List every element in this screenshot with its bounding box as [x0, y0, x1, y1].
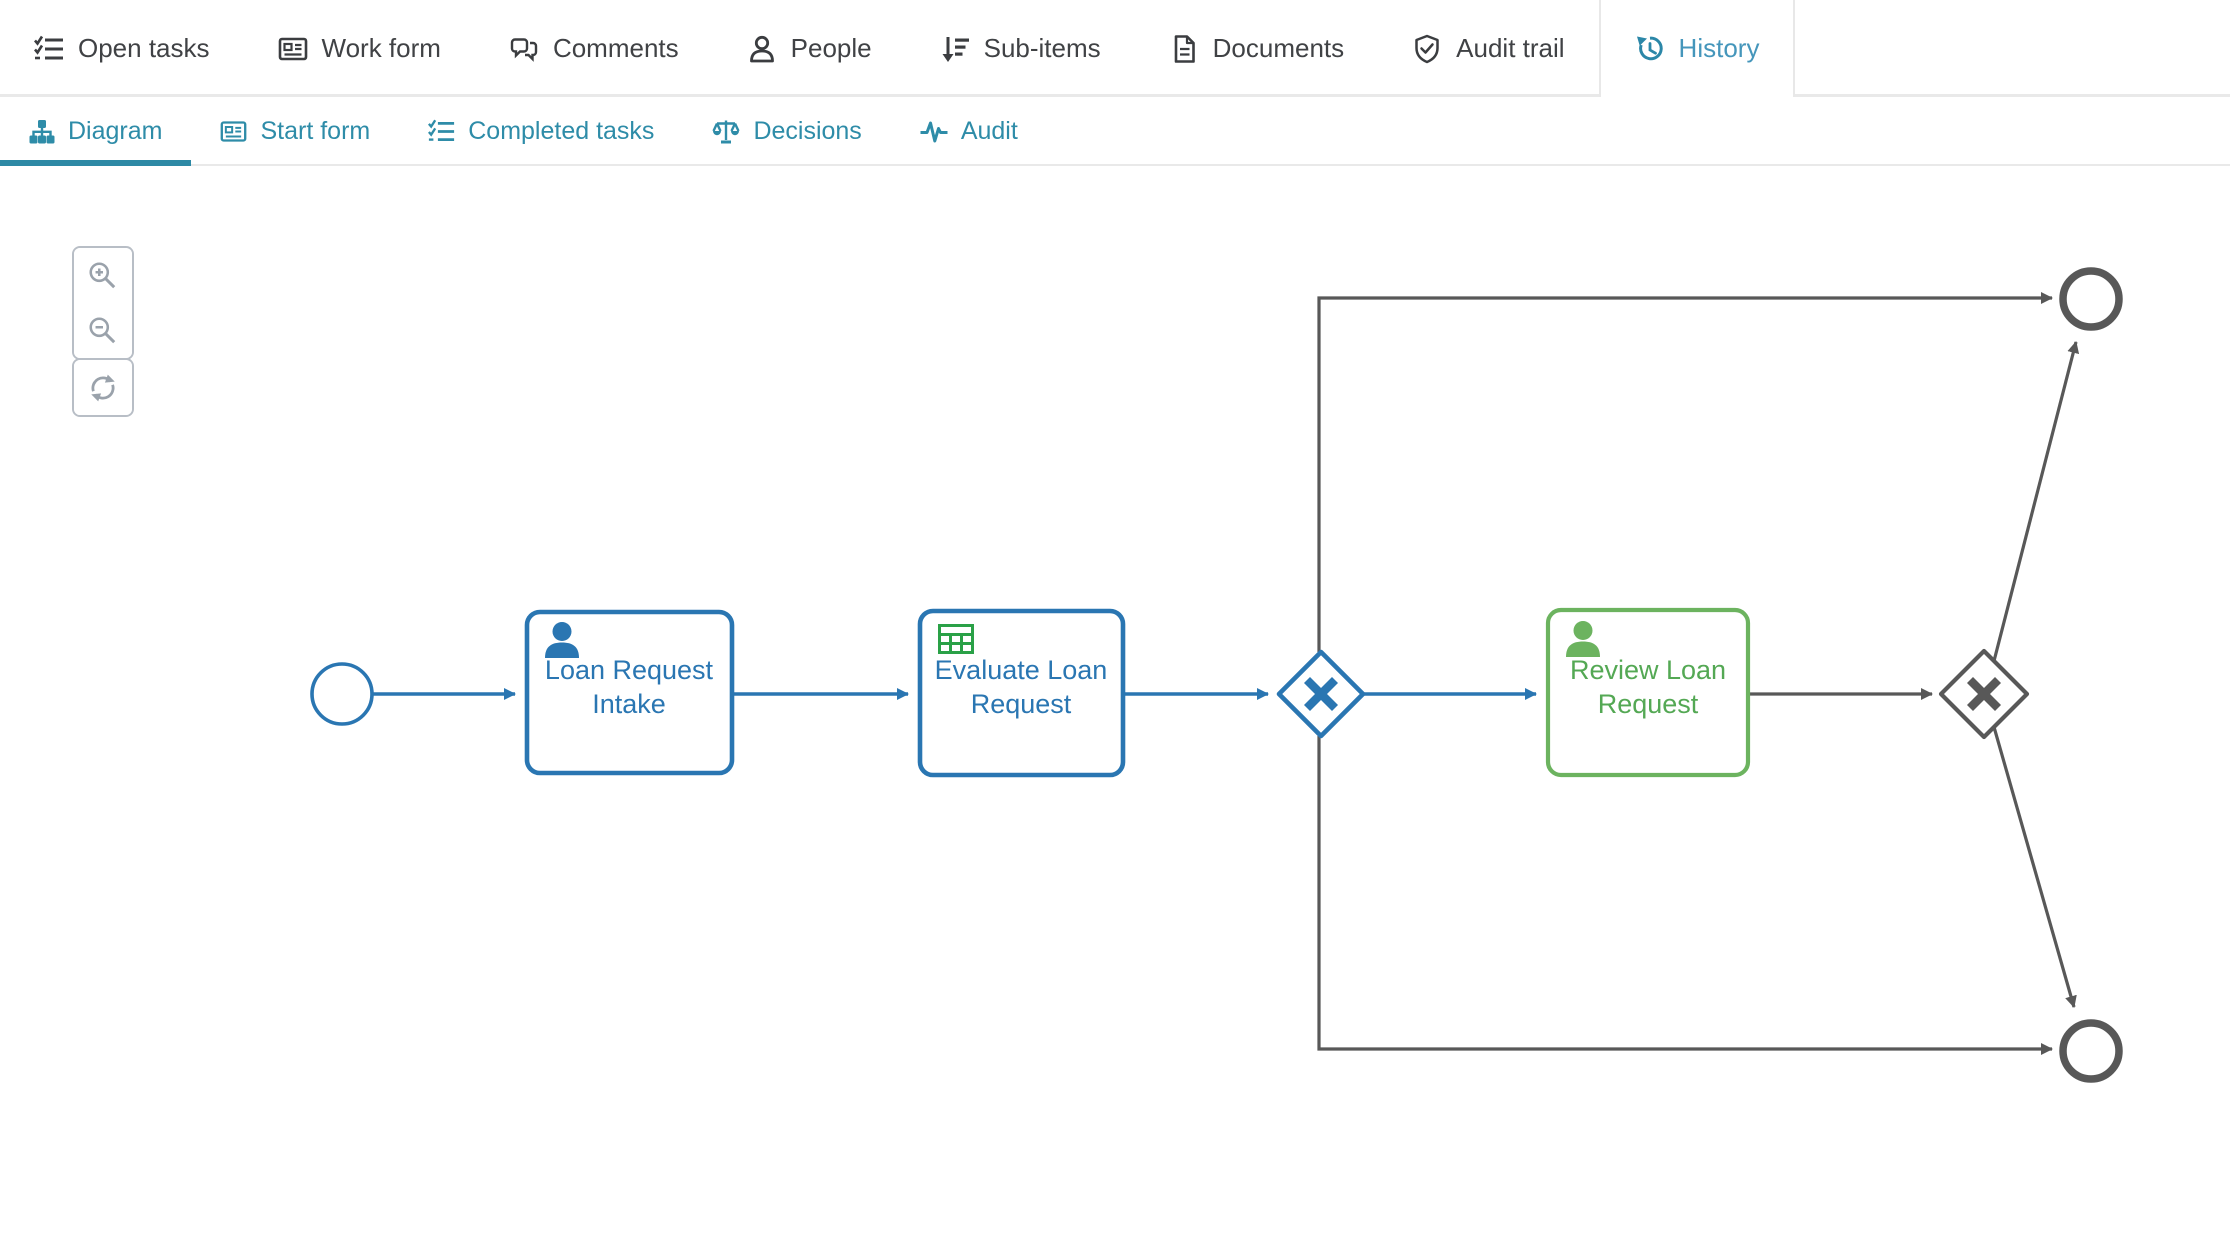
sub-items-icon: [940, 34, 970, 64]
flow-gateway1-to-end-top: [1317, 292, 2053, 652]
zoom-button-group: [72, 246, 134, 360]
tab-work-form[interactable]: Work form: [244, 0, 475, 97]
tab-bar-divider: [0, 94, 2230, 97]
tab-people[interactable]: People: [713, 0, 906, 97]
tab-history[interactable]: History: [1598, 0, 1796, 97]
tab-diagram[interactable]: Diagram: [0, 97, 192, 166]
task-label-line1: Loan Request: [545, 655, 714, 685]
tab-start-form[interactable]: Start form: [191, 97, 399, 166]
exclusive-gateway-1[interactable]: [1276, 649, 1366, 739]
tab-label: Start form: [260, 117, 371, 145]
user-icon: [545, 622, 579, 658]
tab-label: Audit trail: [1456, 33, 1565, 63]
tab-documents[interactable]: Documents: [1135, 0, 1379, 97]
bpmn-diagram[interactable]: Loan Request Intake Evaluate Loan Reques…: [0, 166, 2230, 1235]
pulse-icon: [920, 118, 948, 146]
tab-label: History: [1678, 33, 1760, 63]
document-icon: [1169, 34, 1199, 64]
tab-comments[interactable]: Comments: [475, 0, 713, 97]
scale-icon: [712, 118, 741, 146]
tab-label: Documents: [1212, 33, 1345, 63]
tab-label: Open tasks: [78, 33, 210, 63]
tab-sub-items[interactable]: Sub-items: [906, 0, 1135, 97]
form-icon: [278, 34, 308, 64]
tab-label: People: [790, 33, 872, 63]
form-icon: [220, 118, 247, 145]
secondary-tab-bar: Diagram Start form Completed tasks: [0, 97, 2230, 166]
task-label-line2: Request: [1598, 689, 1699, 719]
tab-label: Diagram: [68, 117, 163, 145]
task-loan-request-intake[interactable]: Loan Request Intake: [524, 609, 735, 776]
tab-label: Work form: [321, 33, 441, 63]
diagram-canvas[interactable]: Loan Request Intake Evaluate Loan Reques…: [0, 166, 2230, 1235]
history-icon: [1635, 34, 1665, 64]
end-event-top[interactable]: [2059, 267, 2123, 331]
tab-label: Completed tasks: [468, 117, 655, 145]
reset-button-group: [72, 358, 134, 417]
table-icon: [938, 624, 974, 654]
end-event-bottom[interactable]: [2059, 1019, 2123, 1083]
start-event[interactable]: [310, 662, 374, 726]
zoom-out-button[interactable]: [74, 303, 132, 358]
task-label-line2: Intake: [592, 689, 666, 719]
person-icon: [747, 34, 777, 64]
canvas-controls: [72, 246, 134, 417]
task-evaluate-loan-request[interactable]: Evaluate Loan Request: [917, 608, 1126, 778]
task-label-line1: Evaluate Loan: [935, 655, 1108, 685]
tab-label: Audit: [960, 117, 1018, 145]
flow-gateway2-to-end-bottom: [1992, 726, 2077, 1008]
zoom-in-button[interactable]: [74, 248, 132, 303]
task-label-line2: Request: [971, 689, 1072, 719]
shield-check-icon: [1412, 34, 1442, 64]
tab-label: Decisions: [753, 117, 862, 145]
gateway-x-marker: [1966, 676, 2002, 712]
flow-gateway2-to-end-top: [1992, 341, 2080, 662]
comments-icon: [509, 34, 539, 64]
reset-view-button[interactable]: [74, 360, 132, 415]
tab-open-tasks[interactable]: Open tasks: [0, 0, 244, 97]
tab-label: Comments: [552, 33, 679, 63]
user-icon: [1566, 621, 1600, 657]
primary-tab-bar: Open tasks Work form Comments Pe: [0, 0, 2230, 97]
tab-completed-tasks[interactable]: Completed tasks: [399, 97, 683, 166]
tab-bar-divider: [0, 164, 2230, 166]
tab-audit[interactable]: Audit: [891, 97, 1047, 166]
gateway-x-marker: [1303, 676, 1339, 712]
checklist-icon: [428, 118, 455, 145]
task-review-loan-request[interactable]: Review Loan Request: [1545, 607, 1751, 778]
flow-gateway1-to-end-bottom: [1317, 736, 2053, 1055]
tab-audit-trail[interactable]: Audit trail: [1378, 0, 1598, 97]
checklist-icon: [34, 34, 64, 64]
tab-label: Sub-items: [983, 33, 1101, 63]
exclusive-gateway-2[interactable]: [1938, 648, 2030, 740]
task-label-line1: Review Loan: [1570, 655, 1726, 685]
tab-decisions[interactable]: Decisions: [683, 97, 890, 166]
sitemap-icon: [29, 119, 55, 145]
